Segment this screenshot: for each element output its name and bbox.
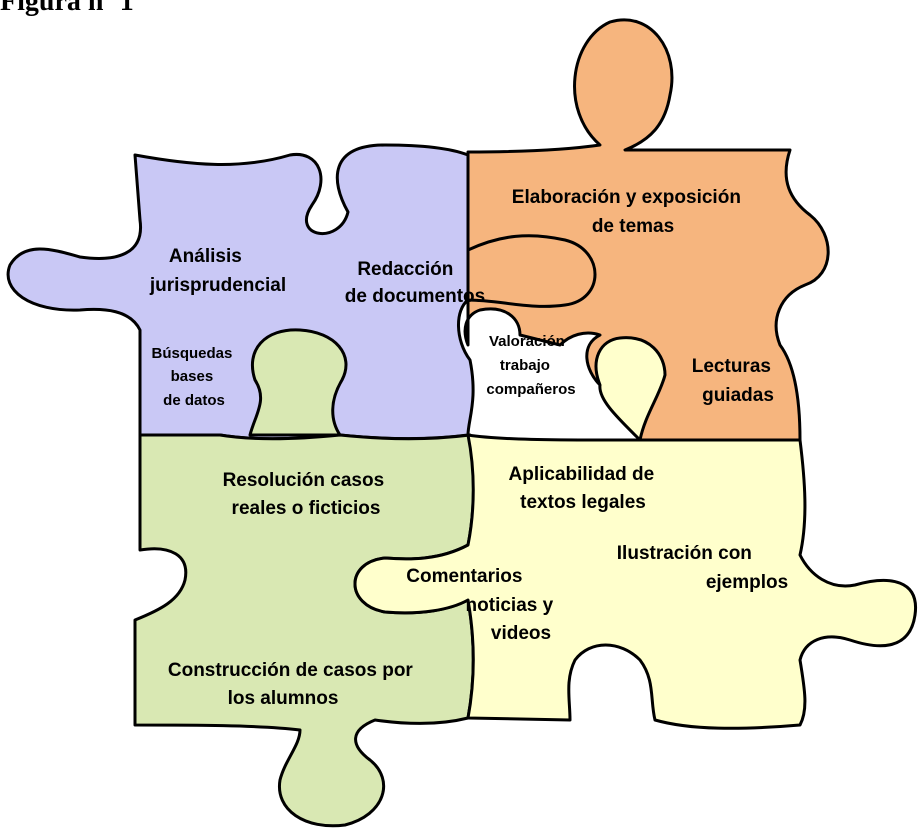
puzzle-piece-orange [463,18,830,446]
puzzle-piece-yellow [353,336,918,730]
label-busquedas-line2: bases [171,368,214,385]
label-construccion-line2: los alumnos [228,688,339,709]
label-analisis-jurisprudencial: Análisis jurisprudencial [149,246,286,296]
label-comentarios-line1: Comentarios [406,566,522,587]
label-analisis-line1: Análisis [169,246,242,267]
label-busquedas-line3: de datos [163,392,225,409]
label-elaboracion-exposicion: Elaboración y exposición de temas [512,187,746,237]
label-lecturas-line1: Lecturas [692,356,771,377]
label-aplicabilidad-line1: Aplicabilidad de [509,464,655,485]
label-redaccion-line1: Redacción [357,259,453,280]
label-comentarios-line2: noticias y [466,595,554,616]
label-comentarios-line3: videos [491,623,551,644]
label-valoracion-line1: Valoración [489,333,565,350]
label-valoracion-line3: compañeros [486,381,575,398]
label-ilustracion-ejemplos: Ilustración con ejemplos [617,543,788,593]
figure-title: Figura nº 1 [0,0,134,17]
label-construccion-casos: Construcción de casos por los alumnos [168,660,418,709]
label-redaccion-documentos: Redacción de documentos [345,259,485,307]
label-resolucion-line1: Resolución casos [223,470,385,491]
label-analisis-line2: jurisprudencial [149,275,286,296]
label-elaboracion-line2: de temas [592,216,674,237]
label-redaccion-line2: de documentos [345,286,485,307]
label-aplicabilidad-line2: textos legales [520,492,646,513]
label-elaboracion-line1: Elaboración y exposición [512,187,741,208]
label-busquedas-bases: Búsquedas bases de datos [151,345,236,409]
puzzle-piece-green [133,433,476,828]
label-resolucion-casos: Resolución casos reales o ficticios [223,470,390,519]
label-valoracion-trabajo: Valoración trabajo compañeros [486,333,575,398]
label-construccion-line1: Construcción de casos por [168,660,414,681]
label-resolucion-line2: reales o ficticios [232,498,381,519]
label-ilustracion-line2: ejemplos [706,572,788,593]
label-busquedas-line1: Búsquedas [151,345,232,362]
label-aplicabilidad-textos: Aplicabilidad de textos legales [509,464,660,513]
label-lecturas-line2: guiadas [702,385,774,406]
label-lecturas-guiadas: Lecturas guiadas [692,356,776,406]
label-comentarios-noticias: Comentarios noticias y videos [406,566,558,644]
puzzle-knob-green [248,328,348,437]
label-ilustracion-line1: Ilustración con [617,543,752,564]
label-valoracion-line2: trabajo [500,357,550,374]
